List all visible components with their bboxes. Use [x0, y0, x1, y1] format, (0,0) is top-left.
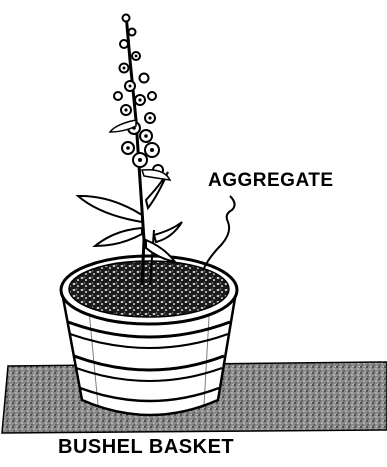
- plant: [78, 14, 182, 285]
- bushel-basket: [61, 256, 237, 415]
- bushel-basket-label: BUSHEL BASKET: [58, 436, 234, 459]
- aggregate-leader-line: [204, 196, 235, 268]
- aggregate-label: AGGREGATE: [208, 170, 334, 192]
